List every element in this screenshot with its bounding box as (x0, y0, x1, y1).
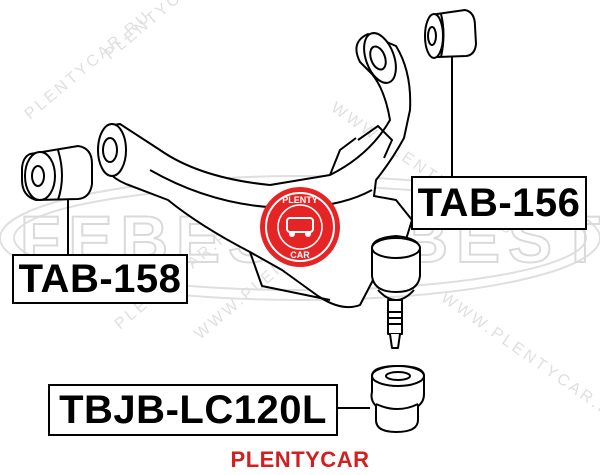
ball-joint-boot-drawing (370, 365, 425, 433)
bushing-tab156-drawing (424, 9, 477, 59)
part-label-tab-158: TAB-158 (12, 254, 188, 304)
brand-caption: PLENTYCAR (230, 447, 370, 472)
ball-joint-assembly-drawing (371, 235, 421, 349)
svg-text:CAR: CAR (290, 250, 310, 260)
part-label-tbjb-lc120l: TBJB-LC120L (48, 384, 338, 436)
part-label-tab-156: TAB-156 (411, 176, 587, 230)
bushing-tab158-drawing (21, 145, 93, 201)
watermark-ring (0, 175, 600, 301)
plentycar-seal-logo: PLENTY CAR (260, 187, 340, 267)
leader-lines (67, 57, 453, 409)
svg-text:PLENTY: PLENTY (282, 195, 318, 205)
svg-text:WWW.PLENTYCAR.RU: WWW.PLENTYCAR.RU (438, 289, 600, 429)
